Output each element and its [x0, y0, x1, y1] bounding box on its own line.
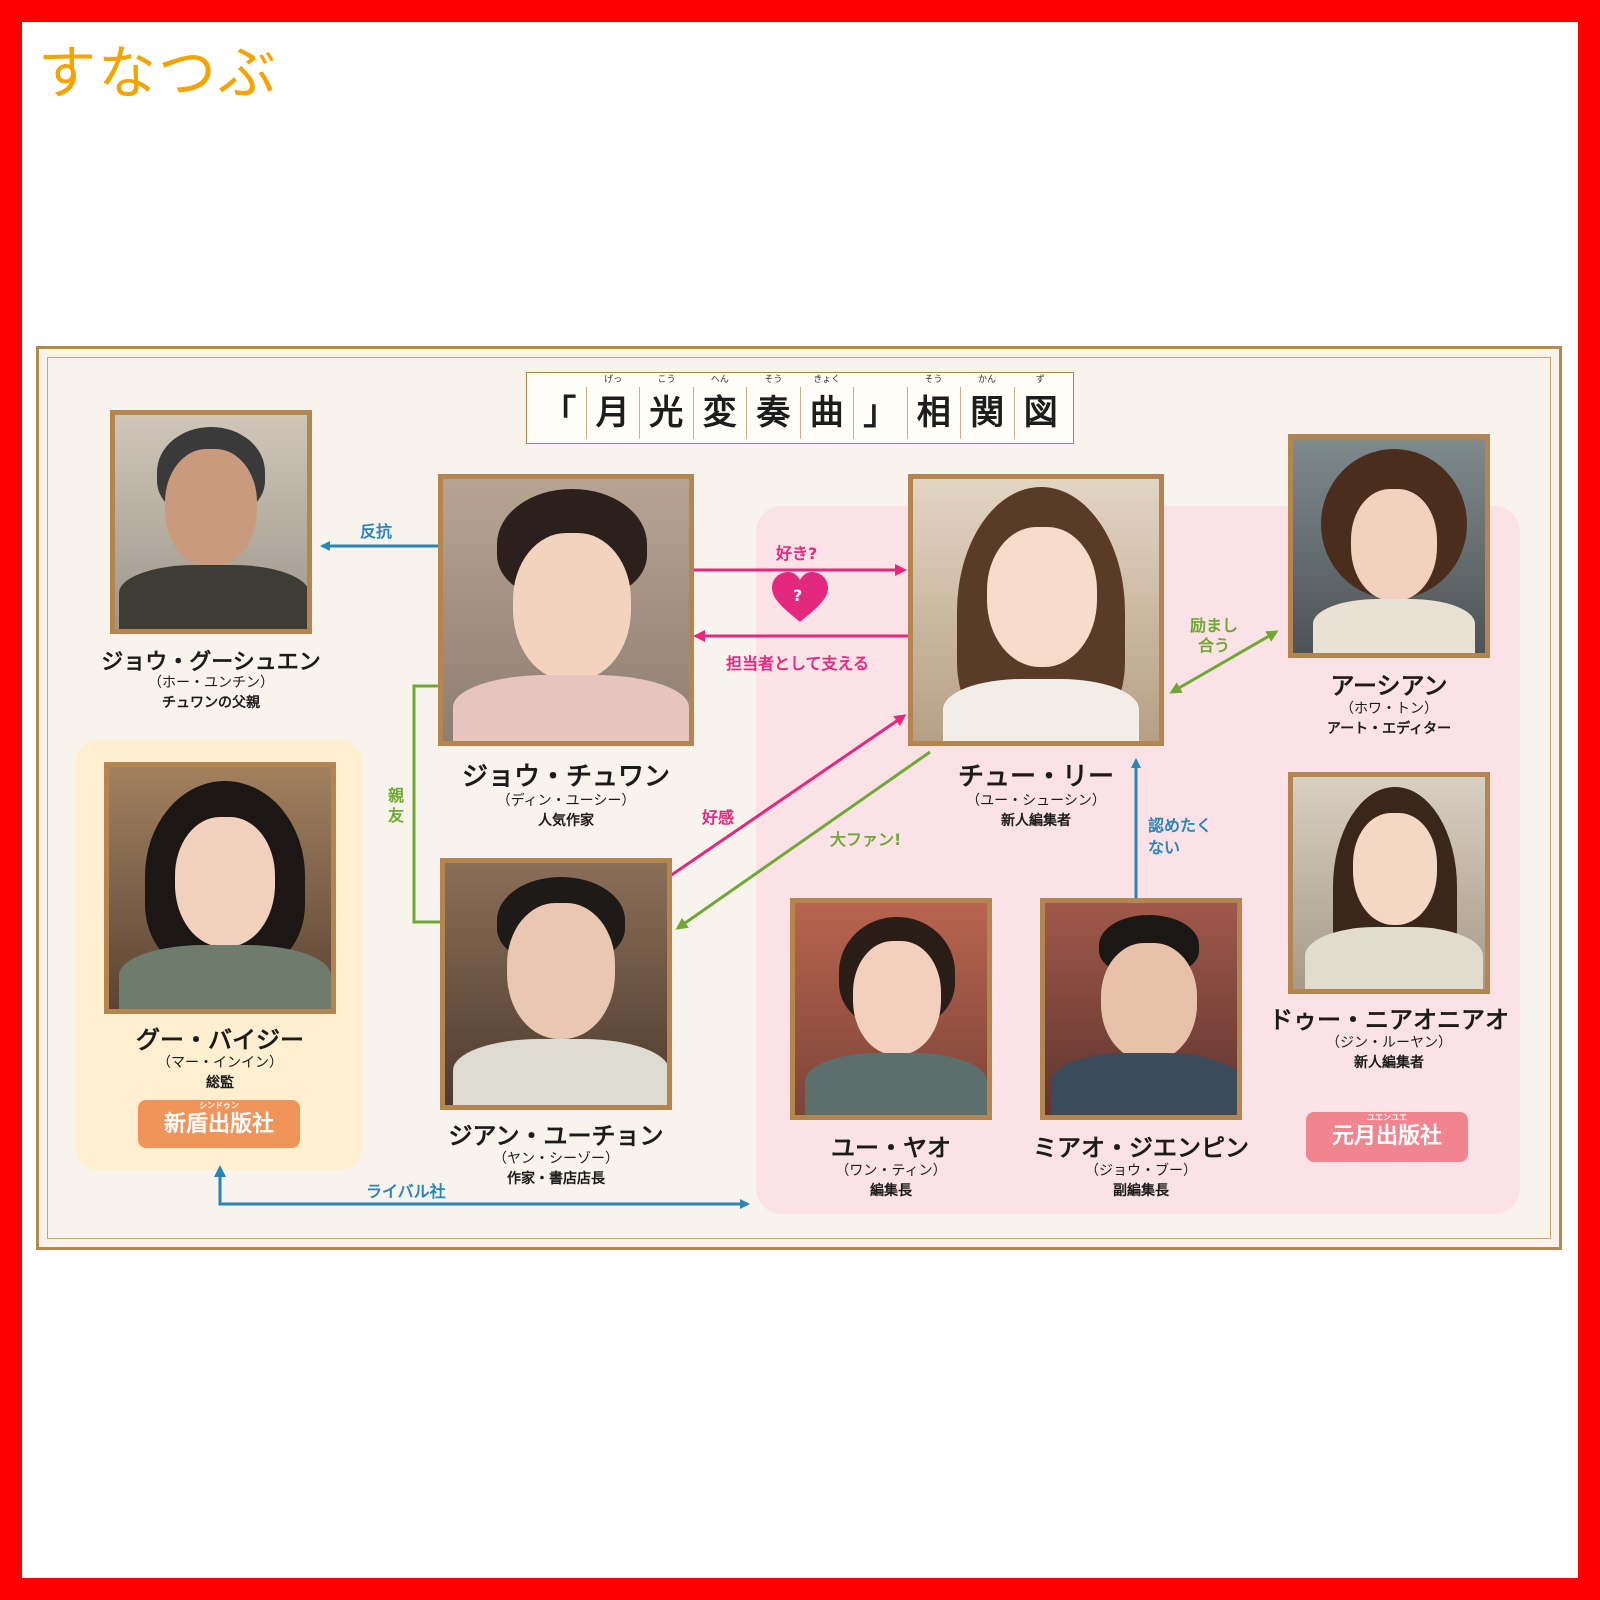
heart-question-mark: ?	[793, 586, 803, 605]
actor-gu-baiji: （マー・インイン）	[157, 1055, 283, 1071]
actor-miao-jienpin: （ジョウ・ブー）	[1085, 1163, 1197, 1179]
company-xindun-ruby: シンドゥン	[199, 1100, 239, 1110]
role-yu-yao: 編集長	[870, 1183, 912, 1199]
arrow-daifan	[675, 750, 931, 930]
line-shinyu	[412, 684, 440, 924]
actor-jian-yuchon: （ヤン・シーゾー）	[493, 1151, 619, 1167]
name-zhou-chuwan: ジョウ・チュワン	[461, 762, 670, 792]
portrait-zhou-gushuen	[110, 410, 312, 634]
name-du-niaoniao: ドゥー・ニアオニアオ	[1269, 1005, 1509, 1034]
actor-a-shian: （ホワ・トン）	[1340, 701, 1438, 717]
portrait-zhou-chuwan	[438, 474, 694, 746]
portrait-gu-baiji	[104, 762, 336, 1014]
portrait-jian-yuchon	[440, 858, 672, 1110]
label-suki: 好き?	[776, 544, 818, 563]
actor-zhou-gushuen: （ホー・ユンチン）	[148, 675, 274, 691]
role-zhou-chuwan: 人気作家	[538, 813, 594, 829]
portrait-miao-jienpin	[1040, 898, 1242, 1120]
diagram-title: げっ こう へん そう きょく そう かん ず 「 月 光 変 奏 曲 」 相 …	[526, 372, 1074, 444]
company-yuanyue: ユエンユエ 元月出版社	[1306, 1112, 1468, 1162]
actor-zhou-chuwan: （ディン・ユーシー）	[496, 793, 636, 809]
title-char: 曲	[801, 387, 854, 439]
title-char: 「	[533, 387, 587, 439]
portrait-chu-li	[908, 474, 1164, 746]
name-gu-baiji: グー・バイジー	[136, 1025, 304, 1054]
arrow-koukan	[669, 714, 907, 878]
title-ruby-char: へん	[710, 375, 729, 385]
title-chars: 「 月 光 変 奏 曲 」 相 関 図	[533, 387, 1067, 439]
role-chu-li: 新人編集者	[1001, 813, 1071, 829]
title-char: 関	[961, 387, 1015, 439]
label-hankou: 反抗	[360, 522, 393, 541]
company-xindun-name: 新盾出版社	[163, 1111, 274, 1137]
role-miao-jienpin: 副編集長	[1113, 1183, 1169, 1199]
title-char: 相	[908, 387, 961, 439]
label-shinyu-1: 親	[388, 786, 405, 805]
portrait-du-niaoniao	[1288, 772, 1490, 994]
title-ruby: げっ こう へん そう きょく そう かん ず	[533, 373, 1067, 387]
title-ruby-char: ず	[1035, 375, 1045, 385]
company-xindun: シンドゥン 新盾出版社	[138, 1100, 300, 1148]
title-char: 月	[587, 387, 640, 439]
title-ruby-char: そう	[924, 375, 943, 385]
name-chu-li: チュー・リー	[957, 762, 1114, 792]
role-gu-baiji: 総監	[206, 1075, 234, 1091]
title-ruby-char: かん	[977, 375, 996, 385]
actor-yu-yao: （ワン・ティン）	[835, 1163, 947, 1179]
label-hagemashi-1: 励まし	[1190, 616, 1239, 635]
actor-du-niaoniao: （ジン・ルーヤン）	[1326, 1035, 1452, 1051]
title-ruby-char: そう	[764, 375, 783, 385]
company-yuanyue-ruby: ユエンユエ	[1367, 1112, 1407, 1122]
portrait-yu-yao	[790, 898, 992, 1120]
role-a-shian: アート・エディター	[1326, 721, 1452, 737]
role-zhou-gushuen: チュワンの父親	[162, 695, 260, 711]
label-hagemashi-2: 合う	[1198, 636, 1231, 655]
portrait-a-shian	[1288, 434, 1490, 658]
title-char: 図	[1023, 393, 1058, 433]
company-yuanyue-name: 元月出版社	[1331, 1123, 1442, 1149]
label-rival: ライバル社	[366, 1182, 446, 1201]
name-miao-jienpin: ミアオ・ジエンピン	[1033, 1133, 1249, 1162]
name-yu-yao: ユー・ヤオ	[831, 1133, 951, 1162]
name-zhou-gushuen: ジョウ・グーシュエン	[101, 649, 321, 675]
label-shinyu-2: 友	[388, 806, 405, 825]
label-koukan: 好感	[702, 808, 735, 827]
title-char: 奏	[747, 387, 801, 439]
label-mitometaku-1: 認めたく	[1148, 816, 1213, 835]
watermark-text: すなつぶ	[38, 39, 279, 107]
label-tantou: 担当者として支える	[726, 654, 870, 673]
label-daifan: 大ファン!	[830, 830, 902, 849]
role-jian-yuchon: 作家・書店店長	[507, 1171, 605, 1187]
name-a-shian: アーシアン	[1330, 671, 1448, 700]
actor-chu-li: （ユー・シューシン）	[966, 793, 1106, 809]
arrow-rival	[214, 1165, 750, 1209]
board-inner-border	[47, 357, 1551, 1239]
title-char: 」	[854, 387, 908, 439]
title-ruby-char: きょく	[813, 375, 841, 385]
name-jian-yuchon: ジアン・ユーチョン	[448, 1121, 664, 1150]
arrow-hagemashi	[1169, 630, 1279, 694]
title-char: 変	[694, 387, 747, 439]
title-ruby-char: げっ	[604, 375, 623, 385]
heart-icon	[772, 572, 828, 622]
role-du-niaoniao: 新人編集者	[1354, 1055, 1424, 1071]
label-mitometaku-2: ない	[1148, 838, 1181, 857]
title-char: 光	[640, 387, 694, 439]
title-ruby-char: こう	[657, 375, 676, 385]
